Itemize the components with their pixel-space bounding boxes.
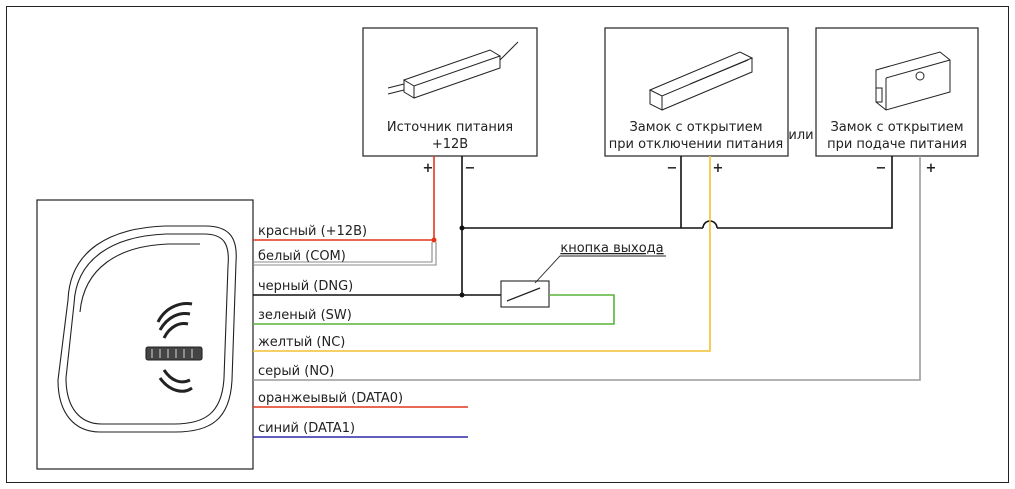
- electromechanical-lock-icon: [875, 51, 951, 111]
- psu-plus: +: [423, 161, 434, 176]
- wire-label-white: белый (COM): [258, 249, 346, 264]
- junction-black-2: [459, 292, 465, 298]
- wire-label-yellow: желтый (NC): [258, 335, 345, 350]
- wire-white-inner: [253, 242, 433, 263]
- psu-minus: −: [465, 161, 476, 176]
- lock-fail-secure-box: [604, 27, 789, 157]
- reader-box: [36, 199, 254, 470]
- exit-button-switch: [506, 287, 541, 302]
- lock2-label-1: Замок с открытием: [830, 120, 963, 135]
- wire-label-blue: синий (DATA1): [258, 421, 355, 436]
- wire-label-orange: оранжеывый (DATA0): [258, 391, 403, 406]
- wire-label-green: зеленый (SW): [258, 308, 352, 323]
- reader-device-icon: [57, 225, 237, 433]
- exit-button-label: кнопка выхода: [560, 241, 663, 256]
- lock1-label-1: Замок с открытием: [629, 120, 762, 135]
- junction-black-1: [459, 225, 465, 231]
- electromagnetic-lock-icon: [648, 51, 754, 111]
- lock1-minus: −: [667, 161, 678, 176]
- power-supply-label-1: Источник питания: [387, 120, 513, 135]
- wire-label-gray: серый (NO): [258, 364, 334, 379]
- wire-label-red: красный (+12В): [258, 224, 367, 239]
- power-supply-label-2: +12В: [432, 137, 468, 152]
- junction-red: [431, 237, 437, 243]
- lock2-label-2: при подаче питания: [827, 137, 967, 152]
- lock1-label-2: при отключении питания: [609, 137, 783, 152]
- wire-white: [253, 242, 437, 266]
- power-supply-icon: [387, 41, 519, 99]
- wire-gray: [253, 156, 921, 381]
- wire-label-black: черный (DNG): [258, 279, 353, 294]
- or-label: или: [788, 128, 813, 143]
- power-supply-box: [362, 27, 538, 157]
- lock-fail-safe-box: [815, 27, 979, 157]
- wire-black-common-2: [717, 156, 893, 229]
- wire-yellow: [253, 156, 711, 352]
- wire-green: [253, 294, 615, 325]
- drawing-frame: [6, 6, 1009, 483]
- lock2-plus: +: [926, 161, 937, 176]
- exit-button-leader: [534, 255, 666, 284]
- lock1-plus: +: [713, 161, 724, 176]
- lock2-minus: −: [876, 161, 887, 176]
